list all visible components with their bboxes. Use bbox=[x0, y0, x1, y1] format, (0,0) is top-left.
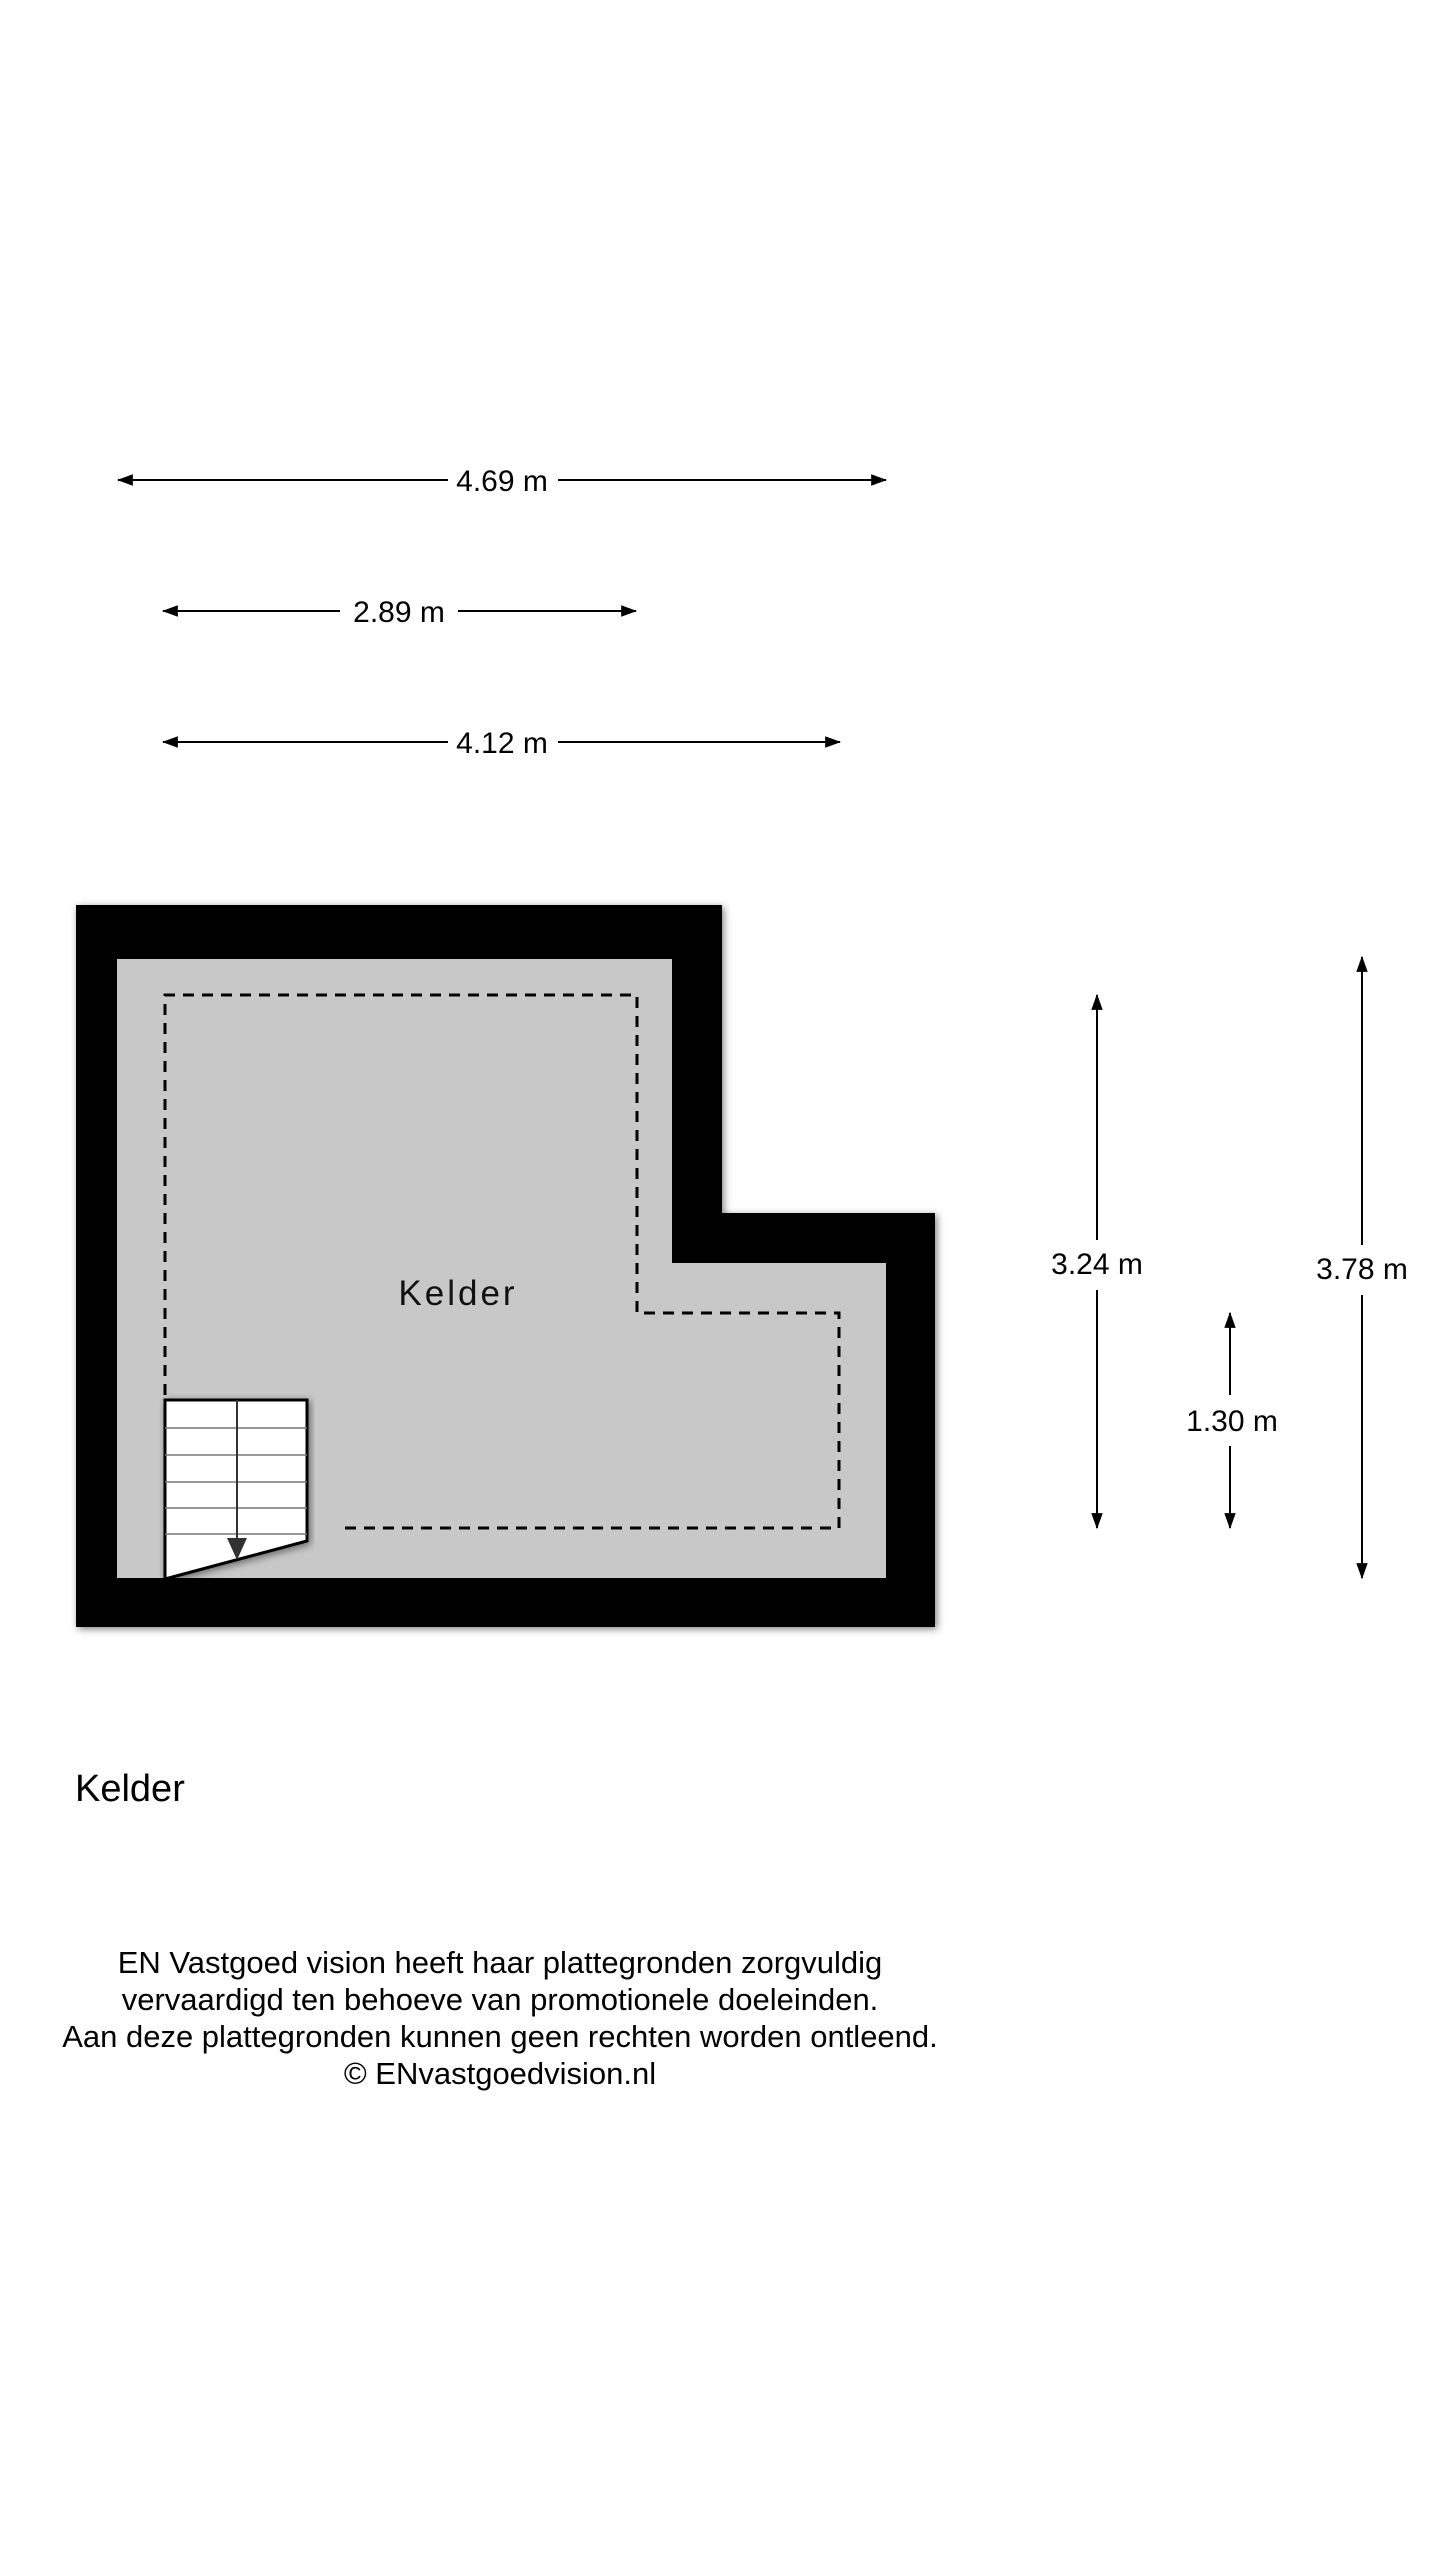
dimension-left-height: 3.24 m bbox=[1051, 993, 1143, 1530]
dimension-label: 3.78 m bbox=[1316, 1253, 1408, 1286]
copyright-text: © ENvastgoedvision.nl bbox=[343, 2056, 657, 2091]
disclaimer-line: EN Vastgoed vision heeft haar plattegron… bbox=[117, 1945, 883, 1980]
dimension-step-height: 1.30 m bbox=[1186, 1311, 1278, 1530]
dimension-label: 4.12 m bbox=[456, 727, 548, 760]
dimension-upper-width: 2.89 m bbox=[161, 596, 638, 629]
dimension-label: 3.24 m bbox=[1051, 1248, 1143, 1281]
floor-title: Kelder bbox=[75, 1768, 185, 1810]
dimension-overall-height: 3.78 m bbox=[1316, 955, 1408, 1580]
dimension-label: 1.30 m bbox=[1186, 1405, 1278, 1438]
ceiling-contour-line bbox=[163, 993, 841, 1530]
disclaimer: EN Vastgoed vision heeft haar plattegron… bbox=[0, 1944, 1000, 2092]
disclaimer-line: vervaardigd ten behoeve van promotionele… bbox=[121, 1982, 879, 2017]
room-label: Kelder bbox=[398, 1274, 517, 1313]
dimension-overall-width: 4.69 m bbox=[116, 465, 888, 498]
disclaimer-line: Aan deze plattegronden kunnen geen recht… bbox=[62, 2019, 938, 2054]
dimension-inner-width: 4.12 m bbox=[161, 727, 842, 760]
staircase bbox=[163, 1398, 309, 1581]
dimension-label: 2.89 m bbox=[353, 596, 445, 629]
dimension-label: 4.69 m bbox=[456, 465, 548, 498]
stair-direction-arrow-icon bbox=[227, 1538, 247, 1560]
floor-area bbox=[117, 959, 886, 1578]
